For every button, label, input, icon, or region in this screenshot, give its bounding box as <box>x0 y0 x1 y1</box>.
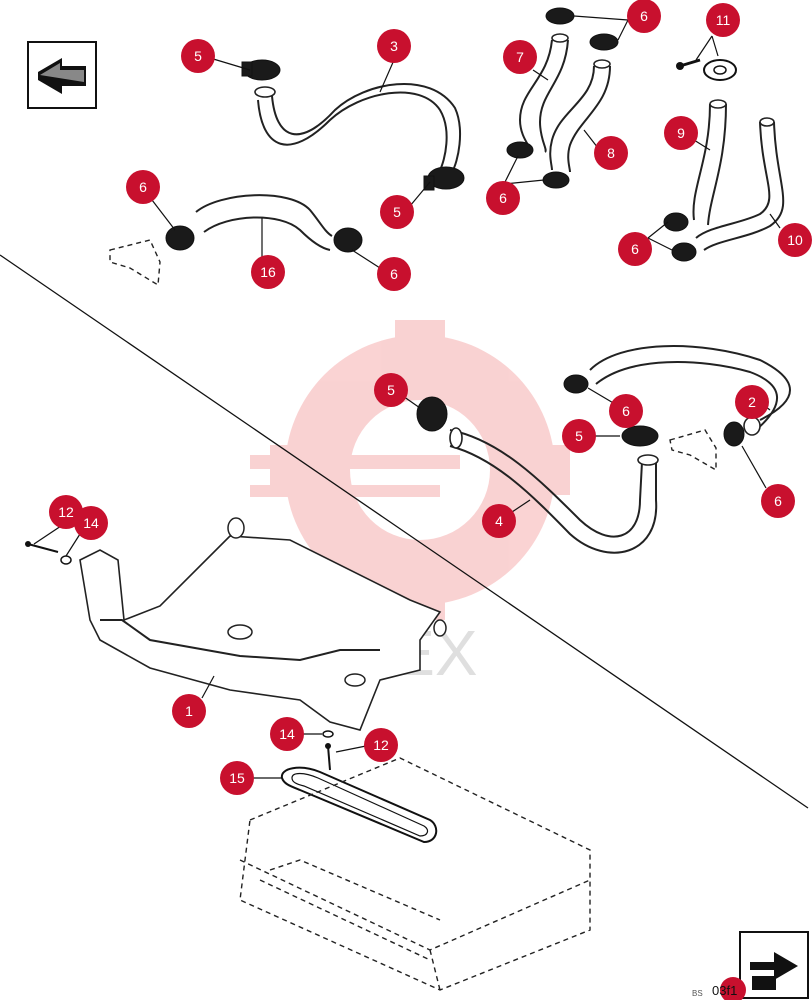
callout-16: 16 <box>251 255 285 289</box>
callout-10: 10 <box>778 223 812 257</box>
hose-part-4 <box>449 427 659 554</box>
hose-part-2 <box>589 345 791 436</box>
svg-text:6: 6 <box>390 266 398 282</box>
clamp-part-6 <box>165 225 195 251</box>
hose-part-10 <box>695 117 785 251</box>
svg-text:7: 7 <box>516 49 524 65</box>
gasket-part-15 <box>280 766 438 844</box>
svg-text:6: 6 <box>139 179 147 195</box>
hose-part-8 <box>549 59 611 173</box>
callout-6: 6 <box>618 232 652 266</box>
clamp-part-6 <box>723 421 745 447</box>
callout-8: 8 <box>594 136 628 170</box>
clamp-part-6 <box>506 141 534 159</box>
callout-7: 7 <box>503 40 537 74</box>
svg-text:6: 6 <box>631 241 639 257</box>
svg-text:5: 5 <box>194 48 202 64</box>
bolt-part-12 <box>325 743 331 771</box>
clamp-part-6 <box>545 7 575 25</box>
arrow-out-of-box-icon <box>739 931 809 999</box>
tank-part-1 <box>79 517 447 731</box>
screw-grommet-part-11 <box>676 58 737 81</box>
svg-text:1: 1 <box>185 703 193 719</box>
callout-1: 1 <box>172 694 206 728</box>
bracket-dashed-middle <box>669 429 717 472</box>
callout-6: 6 <box>609 394 643 428</box>
callout-3: 3 <box>377 29 411 63</box>
callout-5: 5 <box>562 419 596 453</box>
callout-5: 5 <box>380 195 414 229</box>
svg-text:10: 10 <box>787 232 803 248</box>
bolt-part-12 <box>25 541 59 553</box>
callout-9: 9 <box>664 116 698 150</box>
svg-text:5: 5 <box>575 428 583 444</box>
svg-text:8: 8 <box>607 145 615 161</box>
svg-text:14: 14 <box>279 726 295 742</box>
callout-5: 5 <box>374 373 408 407</box>
svg-text:2: 2 <box>748 394 756 410</box>
svg-text:16: 16 <box>260 264 276 280</box>
drawing-code-badge: 03f1 <box>712 977 746 1000</box>
svg-text:5: 5 <box>387 382 395 398</box>
washer-part-14 <box>322 730 334 738</box>
svg-text:3: 3 <box>390 38 398 54</box>
svg-text:11: 11 <box>716 12 731 28</box>
hose-part-9 <box>692 99 727 226</box>
bracket-dashed-top <box>109 239 161 287</box>
clamp-part-6 <box>563 374 589 394</box>
clamp-part-6 <box>671 242 697 262</box>
callout-5: 5 <box>181 39 215 73</box>
svg-text:6: 6 <box>640 8 648 24</box>
svg-text:5: 5 <box>393 204 401 220</box>
drawing-code-prefix: BS <box>692 989 703 998</box>
svg-text:6: 6 <box>499 190 507 206</box>
callout-15: 15 <box>220 761 254 795</box>
callout-6: 6 <box>377 257 411 291</box>
callout-6: 6 <box>761 484 795 518</box>
callout-14: 14 <box>270 717 304 751</box>
clamp-part-5 <box>241 59 281 81</box>
hose-part-16 <box>195 194 333 251</box>
washer-part-14 <box>60 555 72 565</box>
clamp-part-5 <box>621 425 659 447</box>
callout-6: 6 <box>486 181 520 215</box>
clamp-part-5 <box>416 396 448 432</box>
svg-text:15: 15 <box>229 770 245 786</box>
clamp-part-6 <box>333 227 363 253</box>
hose-part-3 <box>254 82 461 173</box>
svg-text:12: 12 <box>373 737 389 753</box>
drawing-code-suffix: 03f1 <box>712 983 737 998</box>
callout-6: 6 <box>627 0 661 33</box>
section-divider-line <box>0 254 809 809</box>
svg-text:9: 9 <box>677 125 685 141</box>
callout-11: 11 <box>706 3 740 37</box>
svg-text:6: 6 <box>774 493 782 509</box>
svg-text:14: 14 <box>83 515 99 531</box>
callout-4: 4 <box>482 504 516 538</box>
callout-12: 12 <box>364 728 398 762</box>
watermark-gear-logo <box>250 320 570 620</box>
clamp-part-6 <box>542 171 570 189</box>
svg-text:4: 4 <box>495 513 503 529</box>
clamp-part-6 <box>663 212 689 232</box>
arrow-into-box-icon <box>27 41 97 109</box>
callout-14: 14 <box>74 506 108 540</box>
clamp-part-5 <box>423 166 465 191</box>
callout-2: 2 <box>735 385 769 419</box>
clamp-part-6 <box>589 33 619 51</box>
svg-text:6: 6 <box>622 403 630 419</box>
housing-dashed <box>239 757 591 991</box>
callout-6: 6 <box>126 170 160 204</box>
svg-text:12: 12 <box>58 504 74 520</box>
